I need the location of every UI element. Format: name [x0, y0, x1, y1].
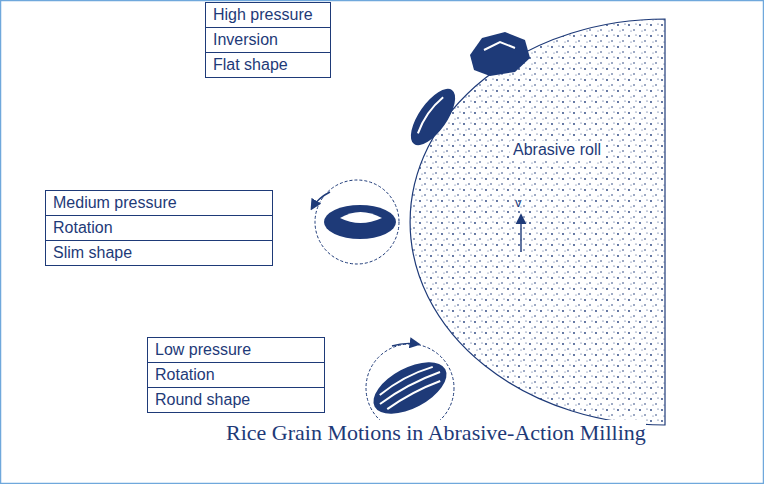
rotation-arrow [392, 343, 418, 346]
abrasive-roll [410, 19, 665, 425]
grain-highlight [340, 212, 382, 223]
condition-text: Medium pressure [46, 191, 272, 216]
condition-text: Inversion [206, 28, 330, 53]
rotation-circle [366, 344, 454, 432]
condition-text: Flat shape [206, 53, 330, 77]
figure-caption: Rice Grain Motions in Abrasive-Action Mi… [226, 420, 646, 446]
velocity-label: v [515, 196, 522, 210]
condition-text: Rotation [148, 363, 324, 388]
condition-text: High pressure [206, 3, 330, 28]
rice-grain [470, 32, 530, 76]
rice-grain [324, 205, 396, 239]
abrasive-roll-region: Abrasive roll [410, 19, 665, 425]
condition-text: Slim shape [46, 241, 272, 265]
rice-grain [403, 82, 464, 152]
grain-highlight [484, 42, 515, 50]
condition-text: Low pressure [148, 338, 324, 363]
condition-text: Rotation [46, 216, 272, 241]
part-name: Abrasive roll [510, 141, 604, 159]
condition-table: Low pressureRotationRound shape [147, 337, 325, 413]
rotation-arrow [312, 192, 330, 208]
condition-table: High pressureInversionFlat shape [205, 2, 331, 78]
rice-grain [365, 352, 454, 425]
condition-text: Round shape [148, 388, 324, 412]
condition-table: Medium pressureRotationSlim shape [45, 190, 273, 266]
velocity-arrow [520, 216, 521, 252]
